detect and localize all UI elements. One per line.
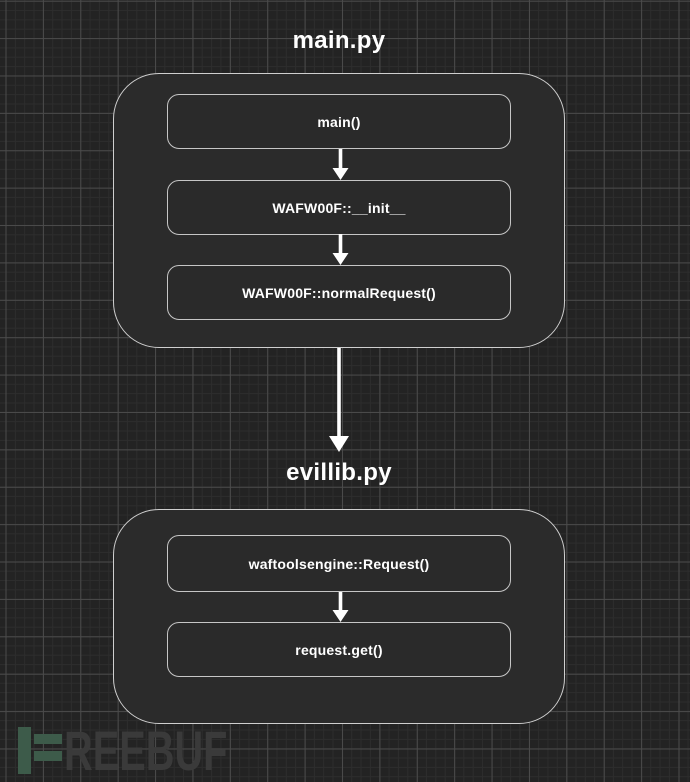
node-wafw00f-normalrequest: WAFW00F::normalRequest()	[167, 265, 511, 320]
arrow-down-icon	[332, 234, 348, 265]
arrow-down-icon	[332, 149, 348, 180]
node-wafw00f-init: WAFW00F::__init__	[167, 180, 511, 235]
node-waftoolsengine-request: waftoolsengine::Request()	[167, 535, 511, 592]
node-request-get: request.get()	[167, 622, 511, 677]
freebuf-watermark: REEBUF	[18, 723, 248, 779]
arrow-down-icon	[332, 592, 348, 622]
module-group-main-py: main() WAFW00F::__init__ WAFW00F::normal…	[113, 73, 565, 348]
module-group-evillib-py: waftoolsengine::Request() request.get()	[113, 509, 565, 724]
node-main: main()	[167, 94, 511, 149]
freebuf-watermark-text: REEBUF	[64, 719, 228, 782]
file-title-main-py: main.py	[292, 27, 386, 54]
file-title-evillib-py: evillib.py	[286, 459, 392, 486]
arrow-down-icon	[329, 348, 349, 452]
